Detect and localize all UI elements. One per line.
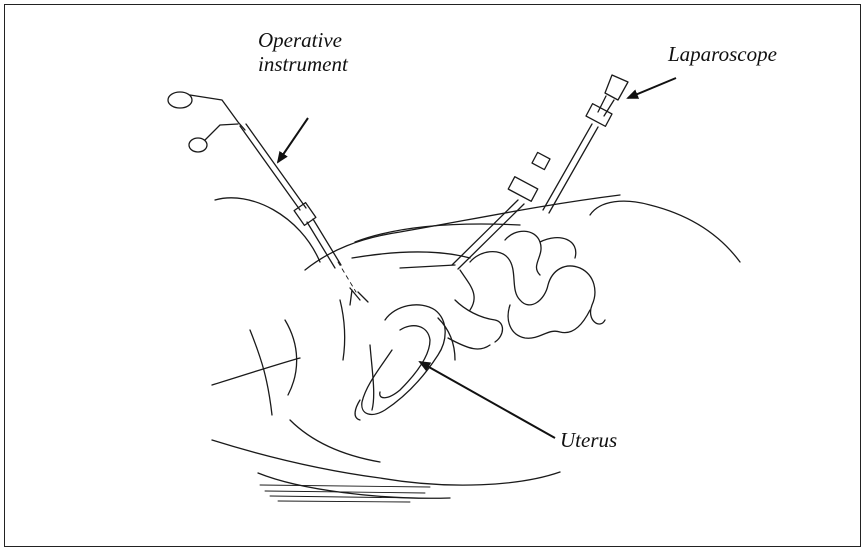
operative-label-line1: Operative bbox=[258, 28, 348, 52]
laparoscope-label: Laparoscope bbox=[668, 42, 777, 66]
operative-instrument bbox=[168, 92, 368, 305]
uterus-label: Uterus bbox=[560, 428, 617, 452]
uterus-drawing bbox=[355, 305, 455, 420]
arrow-operative-instrument bbox=[278, 118, 308, 162]
operative-instrument-label: Operative instrument bbox=[258, 28, 348, 76]
intestines-drawing bbox=[448, 231, 605, 349]
arrow-uterus bbox=[420, 362, 555, 438]
operative-label-line2: instrument bbox=[258, 52, 348, 76]
arrow-laparoscope bbox=[628, 78, 676, 98]
laparoscope-drawing bbox=[452, 75, 628, 269]
